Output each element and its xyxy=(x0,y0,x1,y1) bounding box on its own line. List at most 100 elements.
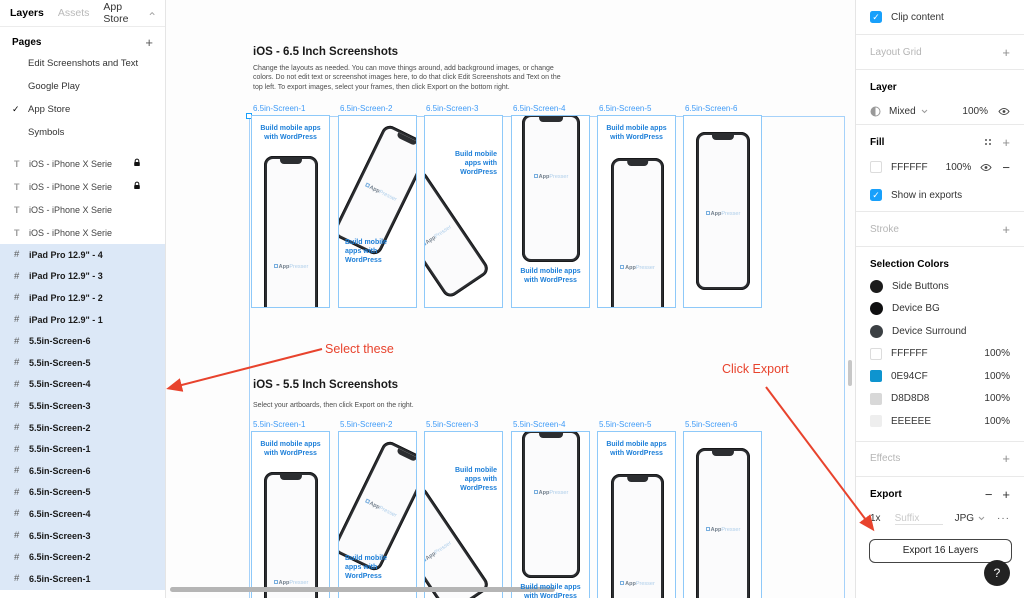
layer-row-frame[interactable]: #6.5in-Screen-1 xyxy=(14,573,91,585)
export-scale-value[interactable]: 1x xyxy=(870,513,881,524)
blend-mode-value[interactable]: Mixed xyxy=(889,105,916,117)
frame-label[interactable]: 6.5in-Screen-2 xyxy=(340,104,393,113)
layer-row-frame[interactable]: #5.5in-Screen-1 xyxy=(14,443,91,455)
artboard[interactable]: Build mobile apps with WordPress AppPres… xyxy=(597,431,676,598)
frame-label[interactable]: 5.5in-Screen-6 xyxy=(685,420,738,429)
layer-row-frame[interactable]: #5.5in-Screen-6 xyxy=(14,335,91,347)
frame-layer-icon: # xyxy=(14,443,20,455)
export-more-icon[interactable]: ··· xyxy=(997,513,1010,524)
add-page-icon[interactable]: + xyxy=(145,34,153,50)
lock-icon[interactable] xyxy=(133,181,141,192)
add-fill-icon[interactable]: + xyxy=(1002,134,1010,150)
color-swatch[interactable] xyxy=(870,324,883,338)
clip-content-row: ✓ Clip content xyxy=(856,0,1024,34)
selection-bbox-left xyxy=(249,116,250,598)
layer-row-frame[interactable]: #6.5in-Screen-2 xyxy=(14,551,91,563)
page-selector[interactable]: App Store xyxy=(103,1,155,25)
color-swatch[interactable] xyxy=(870,392,882,405)
fill-opacity-value[interactable]: 100% xyxy=(945,161,972,173)
apppresser-logo: AppPresser xyxy=(359,180,403,206)
export-suffix-input[interactable] xyxy=(894,512,943,525)
color-swatch[interactable] xyxy=(870,415,882,428)
frame-label[interactable]: 5.5in-Screen-4 xyxy=(513,420,566,429)
tab-assets[interactable]: Assets xyxy=(57,7,90,19)
page-item-edit-screenshots[interactable]: Edit Screenshots and Text xyxy=(28,58,139,69)
tab-layers[interactable]: Layers xyxy=(10,7,44,19)
frame-label[interactable]: 5.5in-Screen-3 xyxy=(426,420,479,429)
artboard[interactable]: Build mobile apps with WordPress AppPres… xyxy=(251,431,330,598)
layer-row-frame[interactable]: #6.5in-Screen-4 xyxy=(14,508,91,520)
eye-icon[interactable] xyxy=(998,107,1010,116)
help-button[interactable]: ? xyxy=(984,560,1010,586)
layer-row-frame[interactable]: #5.5in-Screen-3 xyxy=(14,400,91,412)
color-swatch[interactable] xyxy=(870,347,882,360)
layer-row-frame[interactable]: #iPad Pro 12.9" - 3 xyxy=(14,270,103,282)
check-icon: ✓ xyxy=(12,104,20,114)
layer-row-frame[interactable]: #iPad Pro 12.9" - 4 xyxy=(14,249,103,261)
remove-export-icon[interactable]: − xyxy=(984,487,993,502)
artboard[interactable]: Build mobile apps with WordPress AppPres… xyxy=(338,431,417,598)
frame-label[interactable]: 5.5in-Screen-1 xyxy=(253,420,306,429)
blend-mode-icon[interactable] xyxy=(870,106,881,117)
color-swatch[interactable] xyxy=(870,302,883,316)
frame-label[interactable]: 6.5in-Screen-4 xyxy=(513,104,566,113)
export-format-value[interactable]: JPG xyxy=(954,513,975,524)
frame-label[interactable]: 6.5in-Screen-1 xyxy=(253,104,306,113)
design-canvas[interactable]: iOS - 6.5 Inch Screenshots Change the la… xyxy=(166,0,855,598)
apppresser-logo: AppPresser xyxy=(614,264,661,271)
export-16-layers-button[interactable]: Export 16 Layers xyxy=(869,538,1012,563)
page-item-app-store[interactable]: ✓App Store xyxy=(12,104,71,115)
fill-swatch[interactable] xyxy=(870,161,882,173)
layer-row-text[interactable]: T iOS - iPhone X Serie xyxy=(14,227,113,238)
show-in-exports-label: Show in exports xyxy=(891,189,963,201)
layer-opacity-value[interactable]: 100% xyxy=(962,105,988,117)
artboard[interactable]: Build mobile apps with WordPress AppPres… xyxy=(424,431,503,598)
layer-row-frame[interactable]: #6.5in-Screen-5 xyxy=(14,486,91,498)
show-in-exports-checkbox[interactable]: ✓ xyxy=(870,189,882,201)
horizontal-scrollbar[interactable] xyxy=(170,587,555,592)
layer-row-text[interactable]: T iOS - iPhone X Serie xyxy=(14,204,113,215)
iphone-mockup: AppPresser xyxy=(264,472,318,598)
artboard[interactable]: AppPresser xyxy=(683,115,762,308)
frame-label[interactable]: 5.5in-Screen-5 xyxy=(599,420,652,429)
iphone-mockup: AppPresser xyxy=(425,168,492,300)
effects-label: Effects xyxy=(870,453,901,464)
artboard[interactable]: AppPresser xyxy=(683,431,762,598)
add-effect-icon[interactable]: + xyxy=(1002,451,1010,466)
text-layer-icon: T xyxy=(14,204,20,215)
add-export-icon[interactable]: + xyxy=(1002,487,1010,502)
frame-label[interactable]: 6.5in-Screen-3 xyxy=(426,104,479,113)
fill-hex-value[interactable]: FFFFFF xyxy=(891,161,928,173)
artboard[interactable]: Build mobile apps with WordPress AppPres… xyxy=(424,115,503,308)
lock-icon[interactable] xyxy=(133,158,141,169)
artboard[interactable]: Build mobile apps with WordPress AppPres… xyxy=(338,115,417,308)
artboard[interactable]: Build mobile apps with WordPress AppPres… xyxy=(597,115,676,308)
layer-row-text[interactable]: T iOS - iPhone X Serie xyxy=(0,152,165,175)
eye-icon[interactable] xyxy=(980,163,993,172)
clip-content-checkbox[interactable]: ✓ xyxy=(870,11,882,23)
frame-label[interactable]: 5.5in-Screen-2 xyxy=(340,420,393,429)
vertical-scrollbar[interactable] xyxy=(848,360,852,386)
styles-icon[interactable] xyxy=(984,138,992,146)
layer-row-frame[interactable]: #5.5in-Screen-2 xyxy=(14,422,91,434)
artboard[interactable]: Build mobile apps with WordPress AppPres… xyxy=(511,115,590,308)
add-layout-grid-icon[interactable]: + xyxy=(1002,44,1010,60)
artboard[interactable]: Build mobile apps with WordPress AppPres… xyxy=(511,431,590,598)
color-swatch[interactable] xyxy=(870,279,883,293)
page-item-google-play[interactable]: Google Play xyxy=(28,81,80,92)
add-stroke-icon[interactable]: + xyxy=(1002,221,1010,237)
frame-label[interactable]: 6.5in-Screen-6 xyxy=(685,104,738,113)
layer-row-frame[interactable]: #iPad Pro 12.9" - 2 xyxy=(14,292,103,304)
layer-row-frame[interactable]: #5.5in-Screen-4 xyxy=(14,378,91,390)
layer-row-frame[interactable]: #6.5in-Screen-6 xyxy=(14,465,91,477)
iphone-mockup: AppPresser xyxy=(611,474,664,598)
page-item-symbols[interactable]: Symbols xyxy=(28,127,65,138)
layer-row-frame[interactable]: #5.5in-Screen-5 xyxy=(14,357,91,369)
layer-row-text[interactable]: T iOS - iPhone X Serie xyxy=(0,175,165,198)
layer-row-frame[interactable]: #6.5in-Screen-3 xyxy=(14,530,91,542)
artboard[interactable]: Build mobile apps with WordPress AppPres… xyxy=(251,115,330,308)
layer-row-frame[interactable]: #iPad Pro 12.9" - 1 xyxy=(14,314,103,326)
frame-label[interactable]: 6.5in-Screen-5 xyxy=(599,104,652,113)
color-swatch[interactable] xyxy=(870,370,882,383)
remove-fill-icon[interactable]: − xyxy=(1002,159,1010,175)
